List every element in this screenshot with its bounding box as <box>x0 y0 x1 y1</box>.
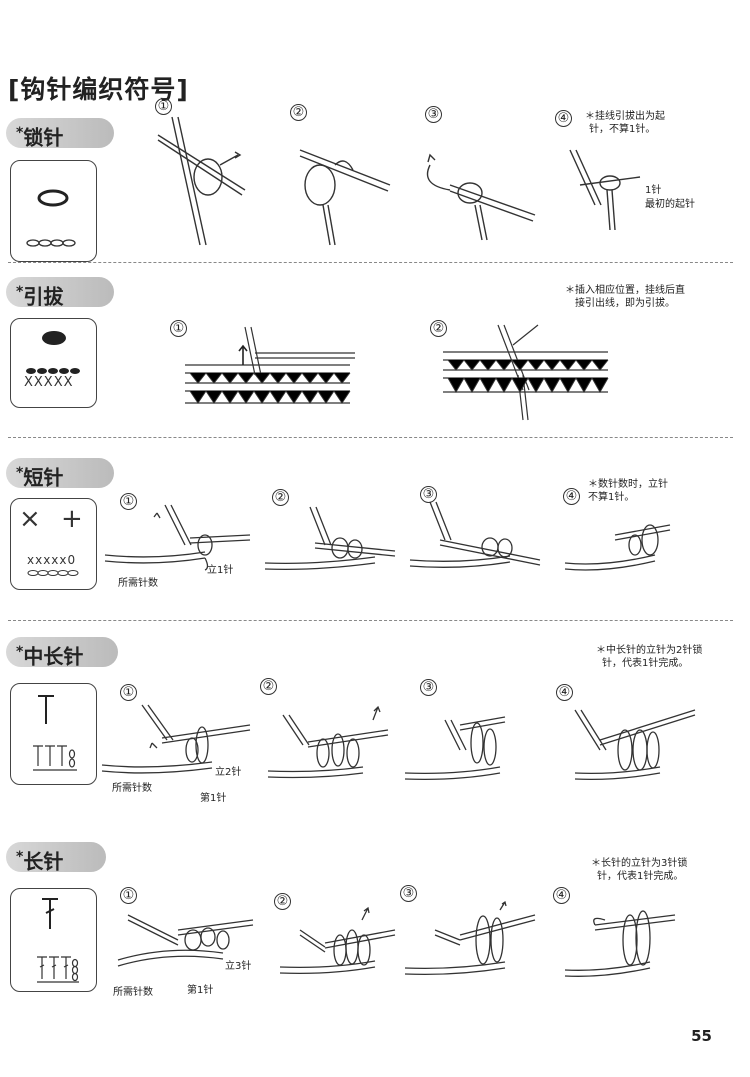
dc-step3-illustration <box>404 900 536 976</box>
chain-step3-illustration <box>426 153 536 241</box>
section-name: 中长针 <box>23 644 84 669</box>
dc-note: ＊长针的立针为3针锁 针，代表1针完成。 <box>591 857 687 883</box>
slip-symbol-icon <box>26 331 80 374</box>
section-label-sc: *短针 <box>6 458 114 490</box>
step-number: ③ <box>400 885 417 902</box>
section-label-dc: *长针 <box>6 842 106 874</box>
step-number: ① <box>120 887 137 904</box>
page-number: 55 <box>691 1027 712 1045</box>
label-turning: 立2针 <box>215 767 242 778</box>
note-line: ＊挂线引拔出为起 <box>585 111 665 122</box>
hdc-step1-illustration <box>101 704 251 774</box>
step-number: ③ <box>420 486 437 503</box>
dc-step1-illustration <box>117 914 254 967</box>
sc-symbol-row: xxxxx0 <box>27 553 77 567</box>
step-number: ② <box>260 678 277 695</box>
label-turning: 立3针 <box>225 961 252 972</box>
step-number: ① <box>120 684 137 701</box>
step-number: ③ <box>425 106 442 123</box>
label-one-stitch: 1针 <box>645 185 662 196</box>
label-required: 所需针数 <box>113 987 153 998</box>
label-turning: 立1针 <box>207 565 234 576</box>
section-name: 锁针 <box>23 125 64 150</box>
note-line: 针，代表1针完成。 <box>597 871 684 882</box>
hdc-step2-illustration <box>267 705 389 779</box>
section-label-hdc: *中长针 <box>6 637 118 669</box>
dc-step2-illustration <box>279 906 396 975</box>
sc-step2-illustration <box>264 506 396 571</box>
note-line: ＊插入相应位置，挂线后直 <box>565 285 685 296</box>
step-number: ④ <box>553 887 570 904</box>
note-line: 接引出线，即为引拔。 <box>575 298 675 309</box>
slip-symbol-row: XXXXX <box>24 375 74 390</box>
chain-step1-illustration <box>157 116 246 246</box>
sc-chain-base-icon <box>27 570 79 576</box>
note-line: 针，代表1针完成。 <box>602 658 689 669</box>
section-divider <box>8 620 733 621</box>
step-number: ① <box>120 493 137 510</box>
step-number: ④ <box>556 684 573 701</box>
chain-step4-illustration <box>569 149 641 231</box>
step-number: ③ <box>420 679 437 696</box>
hdc-step4-illustration <box>574 709 696 781</box>
step-number: ① <box>170 320 187 337</box>
step-number: ② <box>274 893 291 910</box>
sc-step1-illustration <box>104 504 251 571</box>
step-number: ② <box>272 489 289 506</box>
sc-step3-illustration <box>409 501 541 568</box>
chain-note: ＊挂线引拔出为起 针，不算1针。 <box>585 110 665 136</box>
dc-symbol-box <box>10 888 97 992</box>
note-line: ＊中长针的立针为2针锁 <box>596 645 703 656</box>
label-first-start: 最初的起针 <box>645 199 695 210</box>
section-divider <box>8 437 733 438</box>
sc-symbol-box: × + xxxxx0 <box>10 498 97 590</box>
section-name: 引拔 <box>23 284 64 309</box>
sc-note: ＊数针数时，立针 不算1针。 <box>588 478 668 504</box>
section-label-slip: *引拔 <box>6 277 114 309</box>
step-number: ② <box>290 104 307 121</box>
hdc-symbol-icon <box>33 695 77 771</box>
hdc-symbol-box <box>10 683 97 785</box>
step-number: ① <box>155 98 172 115</box>
sc-symbol-main: × + <box>19 504 89 534</box>
slip-step2-illustration <box>443 324 609 421</box>
chain-symbol-box <box>10 160 97 262</box>
label-required: 所需针数 <box>112 783 152 794</box>
note-line: ＊长针的立针为3针锁 <box>591 858 688 869</box>
step-number: ④ <box>563 488 580 505</box>
note-line: ＊数针数时，立针 <box>588 479 668 490</box>
section-divider <box>8 262 733 263</box>
dc-symbol-icon <box>37 898 79 983</box>
section-name: 长针 <box>23 849 64 874</box>
slip-step1-illustration <box>185 326 355 404</box>
label-required: 所需针数 <box>118 578 158 589</box>
sc-step4-illustration <box>564 524 671 571</box>
chain-step2-illustration <box>299 149 391 246</box>
slip-symbol-box: XXXXX <box>10 318 97 408</box>
section-name: 短针 <box>23 465 64 490</box>
label-first: 第1针 <box>187 985 214 996</box>
section-label-chain: *锁针 <box>6 118 114 150</box>
label-first: 第1针 <box>200 793 227 804</box>
chain-symbol-icon <box>26 189 76 247</box>
step-number: ④ <box>555 110 572 127</box>
slip-note: ＊插入相应位置，挂线后直 接引出线，即为引拔。 <box>565 284 685 310</box>
note-line: 针，不算1针。 <box>589 124 656 135</box>
step-number: ② <box>430 320 447 337</box>
hdc-note: ＊中长针的立针为2针锁 针，代表1针完成。 <box>596 644 702 670</box>
dc-step4-illustration <box>564 910 676 977</box>
hdc-step3-illustration <box>404 716 506 781</box>
note-line: 不算1针。 <box>588 492 635 503</box>
